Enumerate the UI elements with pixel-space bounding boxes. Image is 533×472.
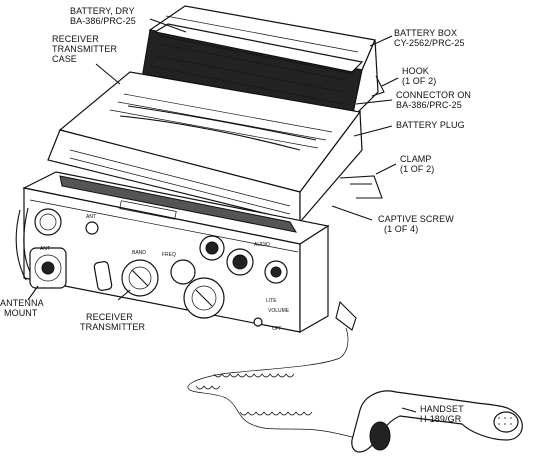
svg-text:TRANSMITTER: TRANSMITTER bbox=[80, 322, 145, 332]
label-battery-plug: BATTERY PLUG bbox=[396, 120, 465, 130]
label-clamp: CLAMP (1 OF 2) bbox=[400, 154, 434, 174]
label-battery-box: BATTERY BOX CY-2562/PRC-25 bbox=[394, 28, 465, 48]
handset-cord-drawing bbox=[187, 300, 373, 445]
battery-hatching bbox=[149, 43, 347, 105]
leader-lines bbox=[27, 18, 417, 413]
svg-text:CY-2562/PRC-25: CY-2562/PRC-25 bbox=[394, 38, 465, 48]
svg-text:(1 OF 4): (1 OF 4) bbox=[384, 224, 418, 234]
svg-text:CONNECTOR ON: CONNECTOR ON bbox=[396, 90, 471, 100]
mark-ant-mount: ANT bbox=[40, 246, 50, 252]
label-receiver-transmitter: RECEIVER TRANSMITTER bbox=[80, 312, 145, 332]
svg-text:(1 OF 2): (1 OF 2) bbox=[402, 76, 436, 86]
mark-freq: FREQ bbox=[162, 252, 176, 258]
svg-text:BA-386/PRC-25: BA-386/PRC-25 bbox=[70, 16, 136, 26]
label-antenna-mount: ANTENNA MOUNT bbox=[0, 298, 44, 318]
label-rt-case: RECEIVER TRANSMITTER CASE bbox=[52, 34, 117, 64]
label-hook: HOOK (1 OF 2) bbox=[402, 66, 436, 86]
mark-off: OFF bbox=[272, 326, 282, 332]
svg-text:MOUNT: MOUNT bbox=[4, 308, 38, 318]
svg-text:HOOK: HOOK bbox=[402, 66, 429, 76]
svg-text:HANDSET: HANDSET bbox=[420, 404, 464, 414]
antenna-mount-drawing bbox=[15, 207, 67, 289]
svg-text:RECEIVER: RECEIVER bbox=[52, 34, 99, 44]
hook-drawing bbox=[371, 75, 385, 97]
handset-drawing bbox=[351, 390, 523, 453]
rt-case-drawing bbox=[47, 71, 363, 224]
svg-text:BA-386/PRC-25: BA-386/PRC-25 bbox=[396, 100, 462, 110]
battery-box-drawing bbox=[141, 5, 379, 120]
mark-lite: LITE bbox=[266, 298, 277, 304]
svg-text:BATTERY BOX: BATTERY BOX bbox=[394, 28, 457, 38]
label-captive-screw: CAPTIVE SCREW (1 OF 4) bbox=[378, 214, 454, 234]
mark-ant: ANT bbox=[86, 214, 96, 220]
label-handset: HANDSET H-189/GR bbox=[420, 404, 464, 424]
svg-text:CAPTIVE SCREW: CAPTIVE SCREW bbox=[378, 214, 454, 224]
label-battery-dry: BATTERY, DRY BA-386/PRC-25 bbox=[70, 6, 136, 26]
svg-text:RECEIVER: RECEIVER bbox=[86, 312, 133, 322]
panel-markings: ANT ANT BAND FREQ AUDIO LITE VOLUME OFF bbox=[40, 214, 290, 332]
svg-text:CLAMP: CLAMP bbox=[400, 154, 432, 164]
connector-knobs-drawing bbox=[85, 200, 288, 327]
svg-text:(1 OF 2): (1 OF 2) bbox=[400, 164, 434, 174]
label-connector: CONNECTOR ON BA-386/PRC-25 bbox=[396, 90, 471, 110]
svg-text:ANTENNA: ANTENNA bbox=[0, 298, 44, 308]
svg-text:TRANSMITTER: TRANSMITTER bbox=[52, 44, 117, 54]
svg-text:CASE: CASE bbox=[52, 54, 77, 64]
clamp-drawing bbox=[339, 175, 383, 199]
svg-text:H-189/GR: H-189/GR bbox=[420, 414, 462, 424]
mark-volume: VOLUME bbox=[268, 308, 290, 314]
mark-audio: AUDIO bbox=[254, 242, 270, 248]
svg-text:BATTERY PLUG: BATTERY PLUG bbox=[396, 120, 465, 130]
mark-band: BAND bbox=[132, 250, 146, 256]
svg-text:BATTERY, DRY: BATTERY, DRY bbox=[70, 6, 135, 16]
